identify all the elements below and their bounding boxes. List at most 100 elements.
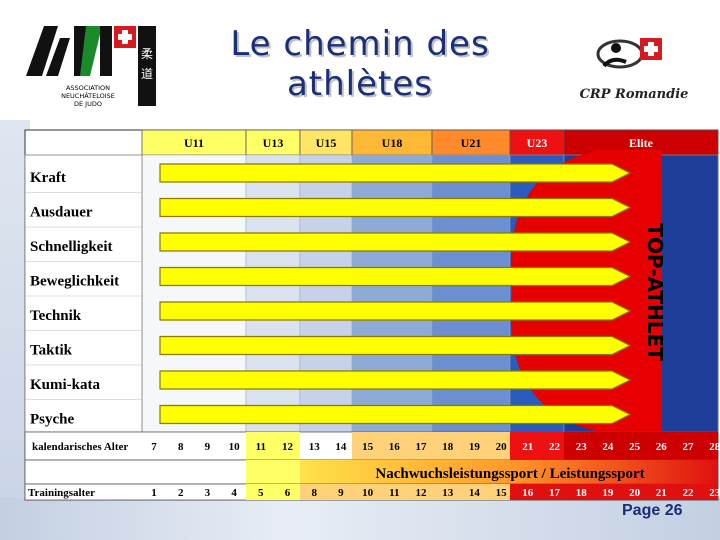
age-group-label-2: U15 [316, 136, 337, 150]
calendar-u13-cell [246, 432, 300, 460]
quality-label-7: Psyche [30, 412, 75, 428]
training-age-12: 14 [469, 487, 481, 499]
training-red-cell [510, 484, 718, 500]
calendar-age-20: 27 [683, 441, 695, 453]
age-group-header-0 [141, 129, 247, 156]
training-age-2: 3 [205, 487, 211, 499]
training-age-3: 4 [231, 487, 237, 499]
age-group-column-1 [245, 154, 301, 433]
quality-label-5: Taktik [30, 343, 73, 359]
calendar-age-14: 21 [522, 441, 533, 453]
quality-label-2: Schnelligkeit [30, 239, 113, 255]
calendar-age-15: 22 [549, 441, 561, 453]
calendar-age-label: kalendarisches Alter [32, 441, 128, 453]
logo-text-line1: ASSOCIATION [66, 84, 110, 92]
crp-logo-text: CRP Romandie [580, 87, 689, 102]
age-group-label-1: U13 [263, 136, 284, 150]
training-age-21: 23 [709, 487, 720, 499]
svg-text:道: 道 [141, 67, 153, 81]
training-age-label: Trainingsalter [28, 487, 95, 499]
top-athlete-label: TOP-ATHLET [643, 223, 667, 361]
calendar-age-0: 7 [151, 441, 157, 453]
training-age-4: 5 [258, 487, 264, 499]
age-group-column-2 [299, 154, 353, 433]
training-age-19: 21 [656, 487, 667, 499]
development-arrow-7 [159, 404, 632, 425]
development-arrow-5 [159, 335, 632, 356]
calendar-elite-cell [564, 432, 718, 460]
development-arrow-2 [159, 232, 632, 252]
title-line2: athlètes [286, 64, 434, 104]
calendar-age-17: 24 [602, 441, 614, 453]
quality-label-3: Beweglichkeit [30, 274, 119, 290]
age-group-column-3 [351, 154, 433, 433]
calendar-age-12: 19 [469, 441, 481, 453]
training-age-15: 17 [549, 487, 561, 499]
calendar-age-8: 15 [362, 441, 374, 453]
crp-logo: CRP Romandie [578, 28, 690, 108]
calendar-age-16: 23 [576, 441, 588, 453]
development-arrow-0 [159, 163, 632, 183]
training-age-17: 19 [602, 487, 614, 499]
anj-logo-icon: 柔 道 ASSOCIATION NEUCHÂTELOISE DE JUDO [26, 26, 156, 108]
age-group-column-0 [141, 154, 247, 433]
calendar-age-18: 25 [629, 441, 641, 453]
crp-logo-icon: CRP Romandie [580, 38, 689, 102]
calendar-u23-cell [510, 432, 564, 460]
background-bottom [0, 498, 720, 540]
training-age-7: 9 [338, 487, 344, 499]
training-age-9: 11 [389, 487, 399, 499]
age-group-label-6: Elite [629, 136, 654, 150]
training-age-13: 15 [496, 487, 508, 499]
calendar-age-3: 10 [229, 441, 241, 453]
logo-text-line2: NEUCHÂTELOISE [61, 91, 115, 100]
quality-label-4: Technik [30, 308, 82, 324]
quality-label-1: Ausdauer [30, 205, 93, 221]
development-arrow-3 [159, 266, 632, 287]
training-age-14: 16 [522, 487, 534, 499]
development-arrow-4 [159, 301, 632, 321]
training-age-18: 20 [629, 487, 641, 499]
training-age-16: 18 [576, 487, 588, 499]
banner-gradient-cell [300, 460, 718, 484]
training-age-1: 2 [178, 487, 184, 499]
top-athlete-oval [510, 150, 662, 432]
calendar-age-4: 11 [256, 441, 266, 453]
age-group-label-0: U11 [184, 136, 204, 150]
development-arrow-1 [159, 197, 632, 218]
training-age-5: 6 [285, 487, 291, 499]
calendar-u18-u21-cell [352, 432, 510, 460]
age-group-header-1 [245, 129, 301, 156]
calendar-age-5: 12 [282, 441, 294, 453]
sport-banner-label: Nachwuchsleistungssport / Leistungssport [375, 466, 644, 482]
age-group-label-3: U18 [382, 136, 403, 150]
training-age-6: 8 [311, 487, 317, 499]
calendar-age-2: 9 [205, 441, 211, 453]
calendar-age-6: 13 [309, 441, 321, 453]
calendar-age-21: 28 [709, 441, 720, 453]
calendar-age-10: 17 [416, 441, 428, 453]
calendar-age-9: 16 [389, 441, 401, 453]
calendar-age-7: 14 [335, 441, 347, 453]
training-orange-cell [300, 484, 510, 500]
age-group-label-5: U23 [527, 136, 548, 150]
page-number: Page 26 [622, 502, 683, 519]
development-arrow-6 [159, 370, 632, 390]
age-group-header-5 [509, 129, 565, 156]
age-group-header-3 [351, 129, 433, 156]
age-group-label-4: U21 [461, 136, 482, 150]
svg-text:柔: 柔 [141, 47, 153, 61]
age-group-column-4 [431, 154, 511, 433]
anj-logo: 柔 道 ASSOCIATION NEUCHÂTELOISE DE JUDO [22, 18, 162, 113]
title-line1: Le chemin des [230, 24, 490, 64]
calendar-age-11: 18 [442, 441, 454, 453]
training-age-11: 13 [442, 487, 454, 499]
calendar-age-19: 26 [656, 441, 668, 453]
quality-label-6: Kumi-kata [30, 377, 101, 393]
logo-text-line3: DE JUDO [74, 100, 102, 108]
training-age-20: 22 [683, 487, 695, 499]
banner-yellow-cell [246, 460, 300, 484]
quality-label-column [24, 154, 143, 433]
